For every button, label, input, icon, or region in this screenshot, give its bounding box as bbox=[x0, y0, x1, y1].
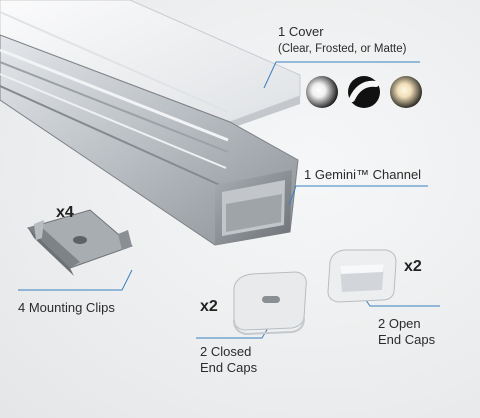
closed-caps-quantity: x2 bbox=[200, 298, 218, 315]
cover-subtitle: (Clear, Frosted, or Matte) bbox=[278, 43, 407, 55]
channel-title: 1 Gemini™ Channel bbox=[304, 167, 422, 182]
open-caps-line2: End Caps bbox=[378, 332, 436, 347]
clips-leader bbox=[18, 269, 133, 291]
cover-swatches bbox=[306, 76, 422, 108]
closed-caps-line1: 2 Closed bbox=[200, 344, 252, 359]
open-end-cap bbox=[327, 249, 397, 303]
clips-title: 4 Mounting Clips bbox=[18, 300, 115, 315]
matte-swatch-icon bbox=[390, 76, 422, 108]
cover-title: 1 Cover bbox=[278, 24, 324, 39]
clips-quantity: x4 bbox=[56, 204, 74, 221]
open-caps-quantity: x2 bbox=[404, 258, 422, 275]
gemini-channel bbox=[0, 34, 299, 246]
cover-leader bbox=[263, 61, 420, 89]
closed-end-cap bbox=[233, 271, 307, 336]
cover-strip bbox=[0, 0, 301, 128]
closed-caps-line2: End Caps bbox=[200, 360, 258, 375]
clear-swatch-icon bbox=[306, 76, 338, 108]
open-caps-line1: 2 Open bbox=[378, 316, 421, 331]
mounting-clip bbox=[27, 209, 133, 276]
channel-leader bbox=[288, 185, 428, 206]
